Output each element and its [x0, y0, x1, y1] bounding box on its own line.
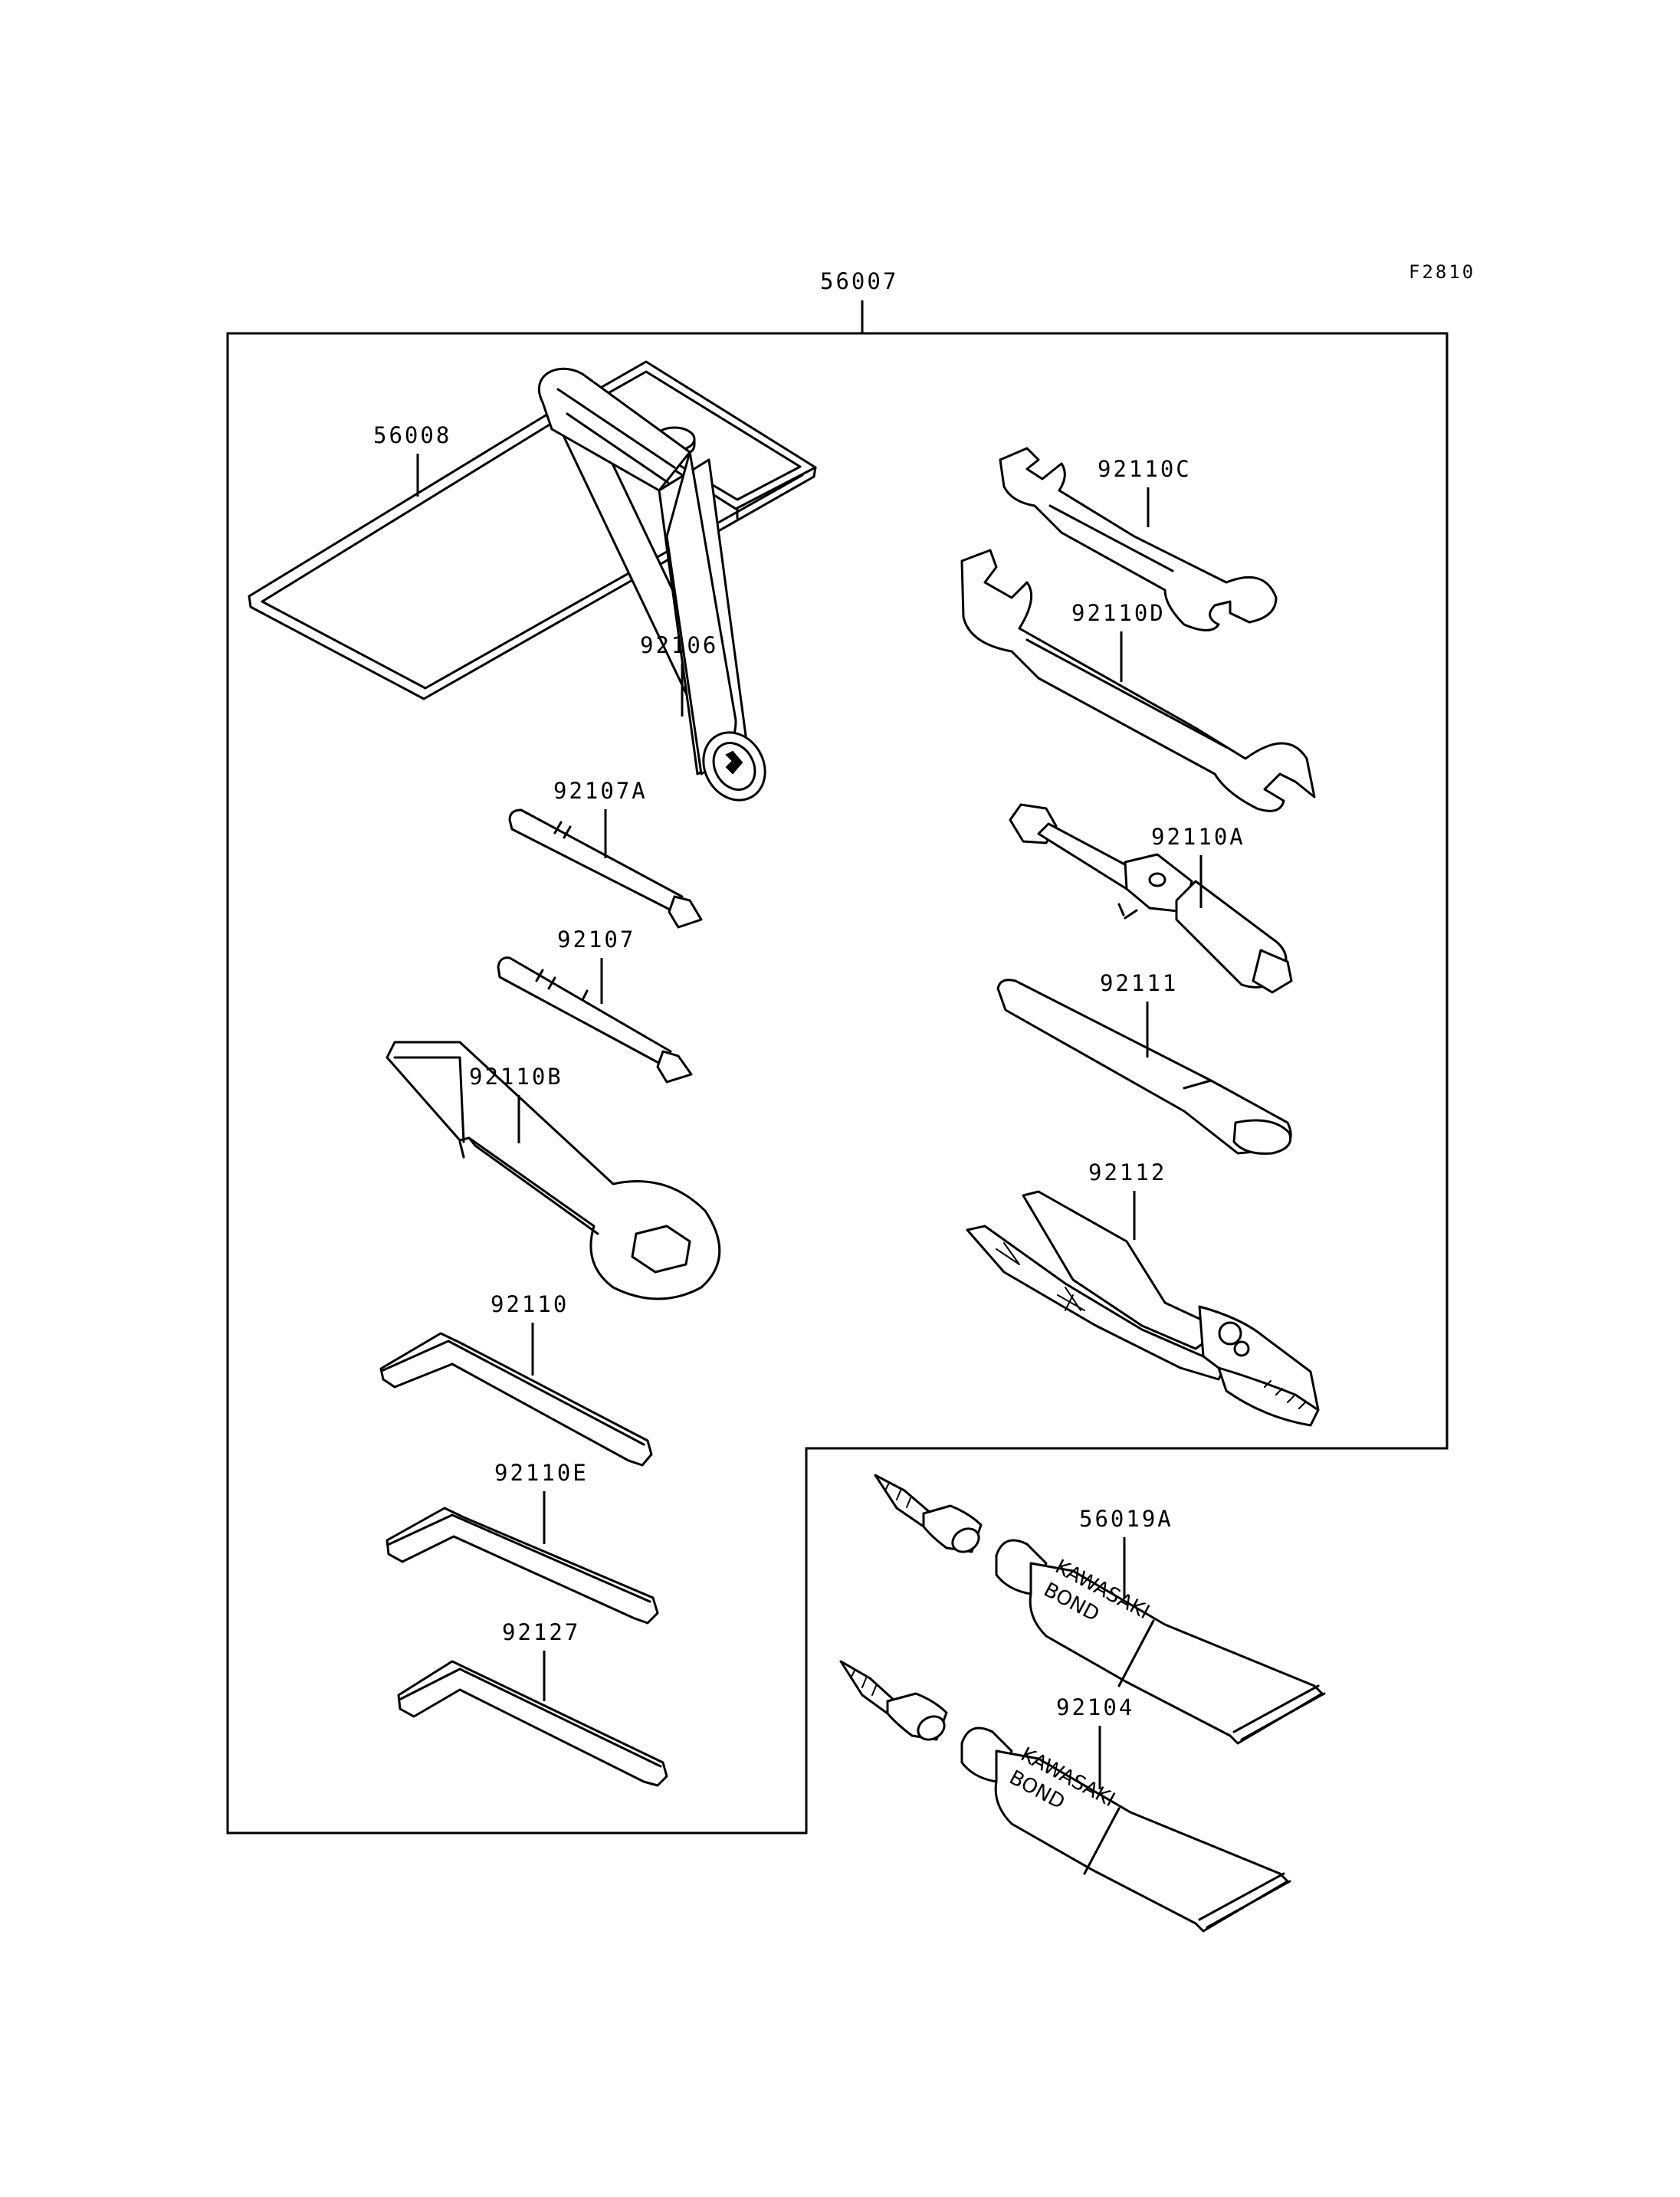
label-92112: 92112 — [1088, 1159, 1166, 1185]
socket-wrench-92110A[interactable] — [1009, 803, 1293, 994]
kit-part-number: 56007 — [820, 268, 898, 294]
figure-code: F2810 — [1409, 261, 1475, 283]
screwdriver-bit-92107[interactable] — [497, 956, 693, 1084]
label-92107A: 92107A — [553, 778, 648, 804]
box-wrench-92110B[interactable] — [386, 1041, 721, 1300]
label-92106: 92106 — [640, 632, 718, 658]
label-92111: 92111 — [1100, 970, 1178, 996]
label-92110E: 92110E — [494, 1460, 589, 1486]
kit-boundary — [226, 332, 1449, 1835]
label-92110: 92110 — [491, 1291, 569, 1317]
extension-bar-92111[interactable] — [996, 979, 1292, 1155]
label-56008: 56008 — [373, 422, 451, 448]
label-92110D: 92110D — [1071, 600, 1166, 626]
screwdriver-handle-92106[interactable] — [537, 367, 777, 812]
screwdriver-bit-92107A[interactable] — [508, 808, 703, 929]
label-92107: 92107 — [557, 926, 635, 953]
hex-key-92110E[interactable] — [386, 1507, 659, 1625]
label-92110B: 92110B — [469, 1064, 563, 1090]
label-92110A: 92110A — [1151, 824, 1245, 850]
hex-key-92110[interactable] — [379, 1332, 653, 1467]
label-56019A: 56019A — [1079, 1506, 1173, 1532]
label-92104: 92104 — [1056, 1694, 1134, 1720]
bond-tube-92104[interactable] — [839, 1660, 1291, 1933]
pliers-92112[interactable] — [966, 1190, 1320, 1427]
open-end-wrench-92110D[interactable] — [960, 549, 1316, 812]
open-end-wrench-92110C[interactable] — [999, 447, 1278, 631]
bond-tube-56019A[interactable] — [874, 1474, 1326, 1745]
label-92110C: 92110C — [1098, 456, 1192, 482]
hex-key-92127[interactable] — [397, 1660, 668, 1787]
label-92127: 92127 — [502, 1619, 580, 1645]
